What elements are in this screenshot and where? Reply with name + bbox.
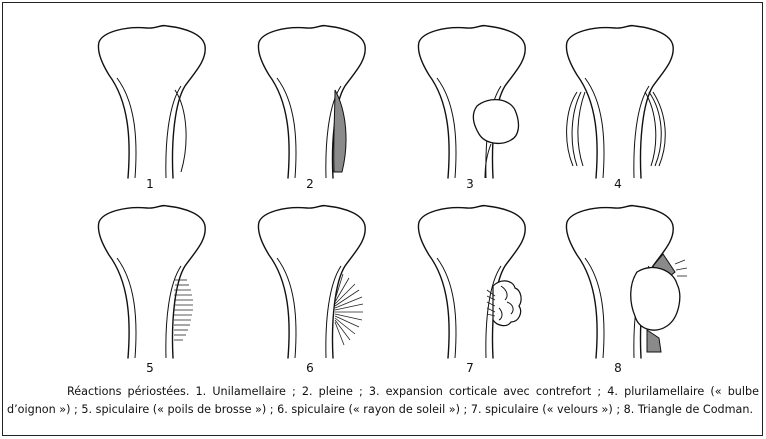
panel-4: 4 <box>566 26 673 191</box>
panel-number: 5 <box>146 361 154 375</box>
sunburst-spicules <box>335 274 363 345</box>
panel-6: 6 <box>258 206 365 375</box>
panel-number: 2 <box>306 177 314 191</box>
panel-number: 6 <box>306 361 314 375</box>
figure-caption: Réactions périostées. 1. Unilamellaire ;… <box>7 383 759 419</box>
panel-5: 5 <box>98 206 205 375</box>
panel-number: 8 <box>614 361 622 375</box>
panel-1: 1 <box>98 26 205 191</box>
panel-8: 8 <box>566 206 687 375</box>
panel-number: 1 <box>146 177 154 191</box>
panel-number: 3 <box>466 177 474 191</box>
panel-7: 7 <box>418 206 525 375</box>
panel-number: 4 <box>614 177 622 191</box>
velvet-spicule-mass <box>493 281 521 326</box>
codman-tumor-mass <box>631 268 680 331</box>
panel-3: 3 <box>418 26 525 191</box>
codman-triangle-lower <box>647 330 661 352</box>
periosteal-reactions-figure: 1 2 3 4 <box>3 3 763 383</box>
panel-number: 7 <box>466 361 474 375</box>
solid-periosteal-fill <box>334 90 346 172</box>
panel-2: 2 <box>258 26 365 191</box>
cortical-expansion-mass <box>473 100 518 144</box>
